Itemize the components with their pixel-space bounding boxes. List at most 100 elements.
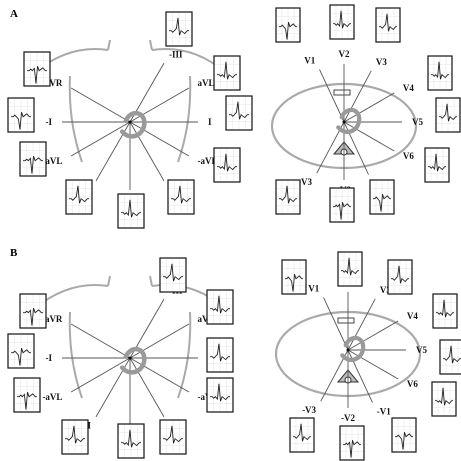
panel-a-precordial-ecg-box <box>435 97 461 133</box>
panel-b-limb-ecg-box-trace <box>121 429 141 448</box>
panel-b-limb-axis <box>129 357 190 393</box>
panel-a-limb-ecg-box <box>65 179 93 215</box>
panel-a-limb-ecg-box <box>7 97 35 133</box>
panel-a-precordial-heart <box>336 107 362 134</box>
panel-b-limb-axis <box>95 357 131 418</box>
panel-a-precordial-ecg-box <box>424 147 450 183</box>
panel-b-limb-ecg-box <box>206 377 234 413</box>
panel-a-precordial-lead-label: V2 <box>339 49 350 59</box>
panel-a-precordial-lead-label: V3 <box>376 57 387 67</box>
panel-a-precordial-lead-label: -V3 <box>298 177 312 187</box>
panel-a-precordial-ecg-box <box>329 4 355 40</box>
panel-b-precordial-axis <box>347 320 399 351</box>
panel-a-limb-ecg-box <box>213 55 241 91</box>
panel-b-precordial-ecg-box-trace <box>443 345 461 364</box>
panel-b-limb-ecg-box <box>159 257 187 293</box>
panel-a-precordial-ecg-box-trace <box>279 22 297 40</box>
panel-a-limb-lead-label: aVL <box>198 78 215 88</box>
panel-a-precordial-ecg-box <box>275 7 301 43</box>
panel-a-limb-ecg-box-trace <box>171 185 191 204</box>
panel-b-precordial-lead-label: -V2 <box>341 413 355 423</box>
panel-a-limb-ecg-box-trace <box>121 199 141 218</box>
panel-b-precordial-ecg-box-trace <box>293 423 311 442</box>
panel-a-limb-ecg-box <box>213 147 241 183</box>
panel-b-precordial-ecg-box <box>337 251 363 287</box>
panel-b-precordial-axis <box>323 297 349 351</box>
panel-b-limb-ecg-box-trace <box>17 392 37 410</box>
panel-a-precordial-ecg-box <box>427 55 453 91</box>
panel-b-precordial-ecg-box-trace <box>343 440 361 458</box>
panel-a-sternum <box>333 89 351 96</box>
panel-b-limb-lead-label: aVL <box>198 314 215 324</box>
panel-a-limb-heart <box>119 110 147 139</box>
panel-b-right-side <box>177 311 192 399</box>
panel-a-precordial-ecg-box-trace <box>439 103 457 122</box>
panel-b-precordial-ecg-box-trace <box>285 274 303 292</box>
panel-a-neck-left <box>107 39 111 51</box>
panel-a-limb-ecg-box-trace <box>27 66 47 84</box>
panel-b-precordial-ecg-box <box>439 339 461 375</box>
panel-a-precordial-ecg-box <box>275 179 301 215</box>
panel-a-limb-lead-label: -III <box>169 49 183 59</box>
panel-b-precordial-ecg-box-trace <box>341 257 359 276</box>
panel-b-precordial-lead-label: V6 <box>407 379 418 389</box>
panel-b-limb-center <box>128 356 132 360</box>
panel-a-limb-axis <box>129 87 190 123</box>
panel-a-precordial-ecg-box-trace <box>333 202 351 220</box>
panel-b-limb-ecg-box-trace <box>163 425 183 444</box>
panel-a-precordial-lead-label: V1 <box>304 55 315 65</box>
panel-b-left-side <box>68 311 83 399</box>
panel-a-precordial-ecg-box-trace <box>279 185 297 204</box>
panel-a-limb-lead-label: -aVL <box>42 156 62 166</box>
panel-a-precordial-center <box>342 120 346 124</box>
panel-a-neck-right <box>149 39 153 51</box>
panel-b-limb-ecg-box <box>159 419 187 455</box>
panel-a-precordial-lead-label: V4 <box>403 83 414 93</box>
panel-a-limb-axis <box>95 121 131 182</box>
panel-a-limb-lead-label: -I <box>46 117 53 127</box>
panel-a-limb-ecg-box-trace <box>229 101 249 120</box>
panel-a-limb-ecg-box <box>165 11 193 47</box>
panel-a-limb-ecg-box <box>19 141 47 177</box>
panel-a-precordial-ecg-box-trace <box>333 10 351 29</box>
panel-b-precordial-center <box>346 348 350 352</box>
panel-a-precordial-axis <box>343 92 395 123</box>
panel-b-precordial-axis <box>347 298 376 351</box>
diagram-content: AaVR-IIIaVLI-aVRIIaVFIII-aVL-IV1V2V3V4V5… <box>7 4 461 461</box>
panel-b-limb-lead-label: -aVL <box>42 392 62 402</box>
panel-a-limb-lead-label: -aVR <box>198 156 219 166</box>
panel-a-precordial-ecg-box-trace <box>379 13 397 32</box>
panel-a-precordial-ecg-box <box>375 7 401 43</box>
panel-b-precordial-ecg-box-trace <box>435 387 453 406</box>
panel-b-precordial-lead-label: -V1 <box>377 407 391 417</box>
panel-a-precordial-axis <box>343 70 372 123</box>
panel-b-limb-ecg-box-trace <box>210 343 230 362</box>
panel-a-precordial-ecg-box <box>329 187 355 223</box>
panel-b-neck-left <box>107 275 111 287</box>
panel-b-precordial-ecg-box <box>387 259 413 295</box>
panel-a-limb-ecg-box-trace <box>69 185 89 204</box>
panel-b-limb-ecg-box <box>19 293 47 329</box>
panel-b-limb-lead-label: aVR <box>45 314 63 324</box>
panel-b-limb-ecg-box-trace <box>11 348 31 366</box>
panel-a-limb-axis <box>129 121 190 157</box>
panel-b-limb-ecg-box-trace <box>210 383 230 402</box>
panel-b-precordial-lead-label: V1 <box>308 283 319 293</box>
panel-b-precordial-lead-label: V5 <box>416 345 427 355</box>
panel-a-limb-ecg-box-trace <box>169 17 189 36</box>
panel-b-precordial-lead-label: V4 <box>407 311 418 321</box>
panel-a-limb-ecg-box <box>117 193 145 229</box>
panel-a-limb-axis <box>70 87 131 123</box>
panel-a-limb-center <box>128 120 132 124</box>
panel-b-limb-ecg-box <box>13 377 41 413</box>
panel-a-limb-ecg-box-trace <box>217 153 237 172</box>
panel-a-limb-ecg-box-trace <box>217 61 237 80</box>
panel-a-precordial-axis <box>343 121 395 152</box>
panel-b-limb-lead-label: -I <box>46 353 53 363</box>
panel-b-precordial-ecg-box <box>289 417 315 453</box>
